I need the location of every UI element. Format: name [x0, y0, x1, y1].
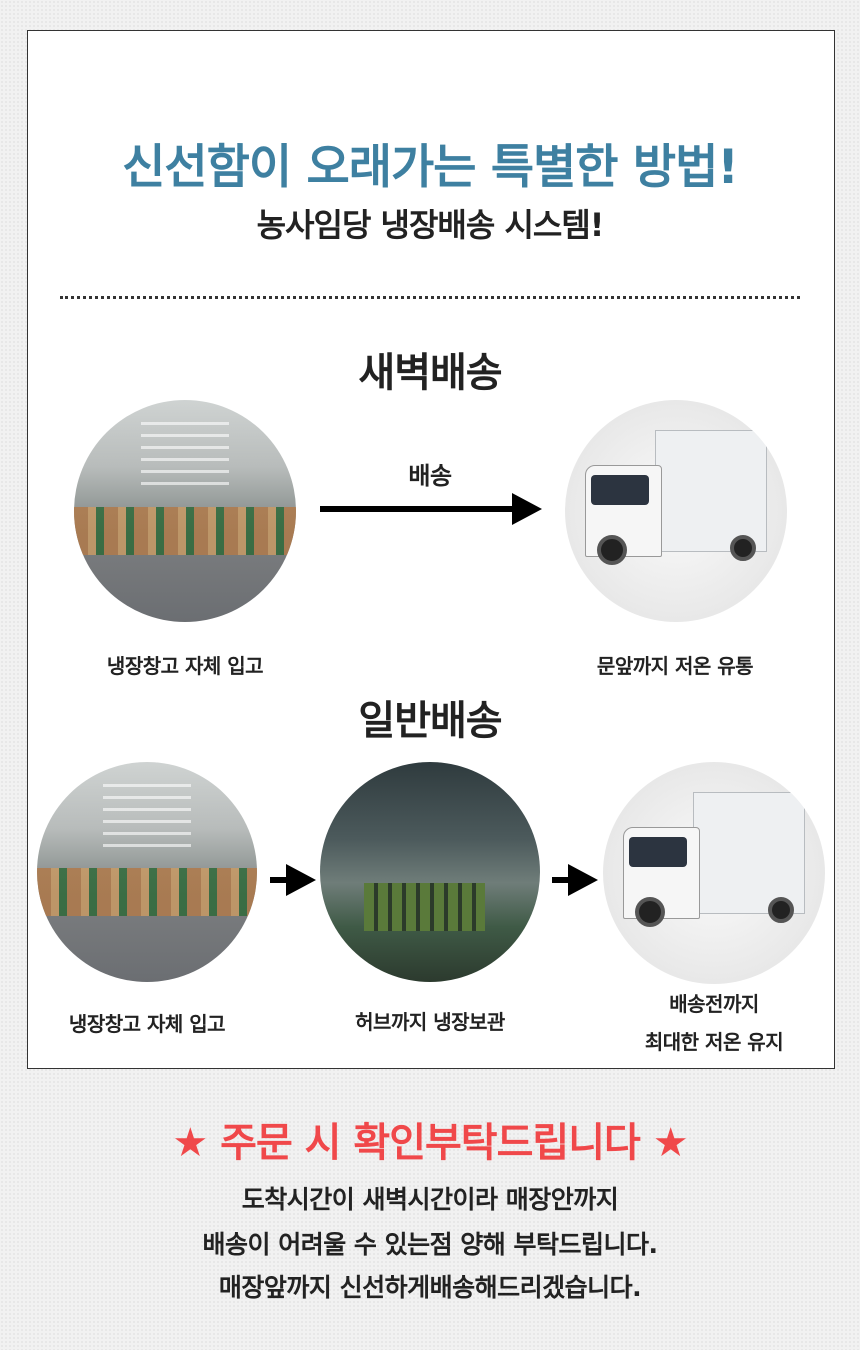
arrowhead-icon: [512, 493, 542, 525]
notice-line-3: 매장앞까지 신선하게배송해드리겠습니다.: [218, 1273, 642, 1302]
standard-step-2-caption: 허브까지 냉장보관: [355, 1010, 505, 1034]
dawn-step-2-caption: 문앞까지 저온 유통: [596, 654, 754, 678]
arrowhead-icon: [568, 864, 598, 896]
standard-step-3-caption-line2: 최대한 저온 유지: [644, 1030, 784, 1054]
notice-line-1: 도착시간이 새벽시간이라 매장안까지: [241, 1185, 619, 1214]
page-title: 신선함이 오래가는 특별한 방법!: [122, 140, 739, 195]
arrowhead-icon: [286, 864, 316, 896]
standard-delivery-heading: 일반배송: [358, 698, 502, 744]
standard-step-1-caption: 냉장창고 자체 입고: [68, 1012, 226, 1036]
truck-image: [565, 400, 787, 622]
arrow-right-icon: [552, 877, 572, 883]
arrow-right-icon: [270, 877, 290, 883]
hub-image: [320, 762, 540, 982]
warehouse-image: [74, 400, 296, 622]
arrow-label: 배송: [408, 462, 452, 490]
notice-heading: ★ 주문 시 확인부탁드립니다 ★: [172, 1120, 688, 1166]
arrow-right-icon: [320, 506, 515, 512]
dawn-step-1-caption: 냉장창고 자체 입고: [106, 654, 264, 678]
truck-image: [603, 762, 825, 984]
dawn-delivery-heading: 새벽배송: [358, 350, 502, 396]
warehouse-image: [37, 762, 257, 982]
standard-step-3-caption-line1: 배송전까지: [669, 992, 759, 1016]
notice-line-2: 배송이 어려울 수 있는점 양해 부탁드립니다.: [202, 1230, 658, 1259]
page-subtitle: 농사임당 냉장배송 시스템!: [256, 206, 605, 244]
dotted-divider: [60, 296, 800, 299]
